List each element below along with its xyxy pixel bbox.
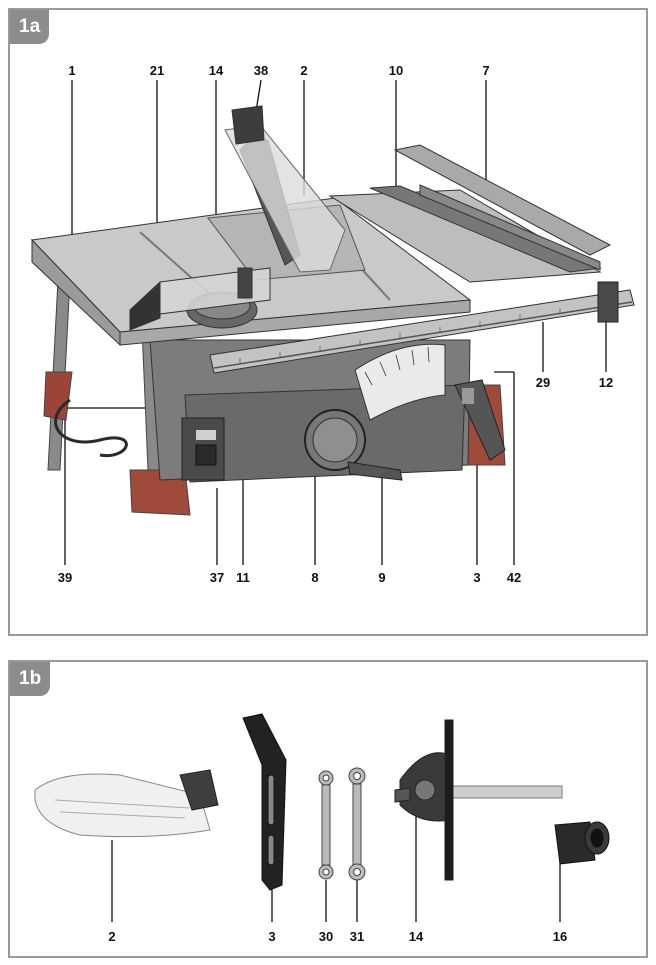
label-1a-7: 7 [482, 63, 490, 78]
label-1b-16: 16 [552, 929, 568, 944]
label-1b-31: 31 [349, 929, 365, 944]
label-1a-37: 37 [209, 570, 225, 585]
label-1a-8: 8 [311, 570, 319, 585]
label-1a-11: 11 [236, 570, 250, 585]
saw-miter-gauge [129, 267, 271, 331]
label-1a-2: 2 [300, 63, 308, 78]
table-saw-illustration [30, 79, 635, 565]
label-1b-2: 2 [108, 929, 116, 944]
label-1a-14: 14 [208, 63, 224, 78]
label-1a-1: 1 [68, 63, 76, 78]
label-1b-14: 14 [408, 929, 424, 944]
label-1a-9: 9 [378, 570, 386, 585]
label-1a-3: 3 [473, 570, 481, 585]
label-1a-21: 21 [149, 63, 165, 78]
leader-lines-1a [64, 79, 607, 565]
saw-cable [54, 398, 128, 458]
saw-rail-fence [209, 144, 635, 374]
figure-1a-tag: 1a [10, 10, 50, 44]
saw-housing [149, 339, 506, 483]
figure-1b-tag: 1b [10, 662, 51, 696]
label-1a-39: 39 [57, 570, 73, 585]
label-1a-12: 12 [598, 375, 614, 390]
label-1a-38: 38 [253, 63, 269, 78]
label-1a-10: 10 [388, 63, 404, 78]
saw-guard [224, 105, 346, 273]
label-1a-29: 29 [535, 375, 551, 390]
label-1b-3: 3 [268, 929, 276, 944]
label-1b-30: 30 [318, 929, 334, 944]
label-1a-42: 42 [506, 570, 522, 585]
figure-1b-panel: 1b [8, 660, 648, 958]
